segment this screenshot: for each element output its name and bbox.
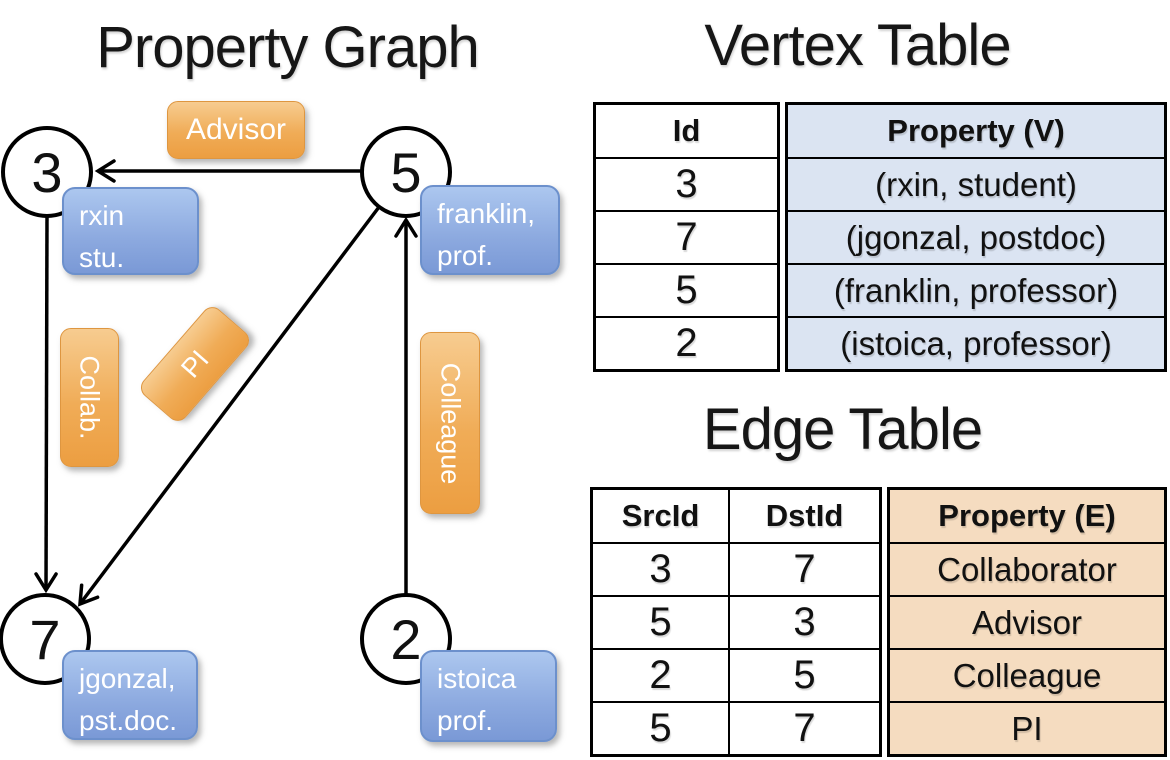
vertex-table-id-cell: 7 bbox=[596, 210, 777, 263]
vertex-table-property-column: Property (V) (rxin, student) (jgonzal, p… bbox=[785, 102, 1167, 372]
edge-table-property-cell: Collaborator bbox=[890, 542, 1164, 595]
edge-label-text: Collab. bbox=[75, 355, 106, 440]
node-id-label: 7 bbox=[29, 608, 60, 671]
edge-table-property-cell: PI bbox=[890, 701, 1164, 754]
edge-table-src-cell: 5 bbox=[593, 701, 728, 754]
vertex-property-box-3: rxin stu. bbox=[62, 187, 199, 275]
edge-label-text: PI bbox=[174, 344, 215, 384]
vertex-property-line: prof. bbox=[437, 240, 494, 271]
edge-line-5-to-7 bbox=[78, 205, 381, 607]
vertex-property-line: franklin, bbox=[437, 198, 536, 229]
vertex-table-title: Vertex Table bbox=[704, 13, 1011, 78]
edge-table-src-cell: 3 bbox=[593, 542, 728, 595]
edge-label-text: Advisor bbox=[185, 113, 287, 146]
vertex-property-box-7: jgonzal, pst.doc. bbox=[62, 650, 198, 740]
edge-table-dst-cell: 5 bbox=[728, 648, 879, 701]
vertex-property-box-5: franklin, prof. bbox=[420, 185, 560, 275]
edge-label-collab: Collab. bbox=[60, 328, 119, 467]
edge-table-dst-cell: 7 bbox=[728, 542, 879, 595]
vertex-table-id-header: Id bbox=[672, 113, 701, 148]
vertex-property-line: stu. bbox=[79, 242, 125, 273]
edge-table-dst-cell: 3 bbox=[728, 595, 879, 648]
edge-label-advisor: Advisor bbox=[167, 101, 305, 159]
vertex-property-line: rxin bbox=[79, 200, 125, 231]
vertex-table-property-cell: (rxin, student) bbox=[788, 157, 1164, 210]
vertex-table-id-cell: 3 bbox=[596, 157, 777, 210]
edge-table-title: Edge Table bbox=[702, 397, 983, 462]
node-id-label: 3 bbox=[31, 141, 62, 204]
node-id-label: 5 bbox=[390, 141, 421, 204]
edge-label-text: Colleague bbox=[435, 362, 466, 484]
edge-table-property-cell: Advisor bbox=[890, 595, 1164, 648]
edge-table-src-dst-columns: SrcId DstId 3 7 5 3 2 5 5 7 bbox=[590, 487, 882, 757]
edge-table-src-header: SrcId bbox=[621, 498, 700, 533]
edge-table-src-cell: 5 bbox=[593, 595, 728, 648]
vertex-table-id-cell: 5 bbox=[596, 263, 777, 316]
vertex-table-id-cell: 2 bbox=[596, 316, 777, 369]
edge-table-dst-header: DstId bbox=[728, 490, 879, 542]
vertex-property-line: jgonzal, bbox=[79, 663, 176, 694]
edge-table-property-column: Property (E) Collaborator Advisor Collea… bbox=[887, 487, 1167, 757]
vertex-property-line: pst.doc. bbox=[79, 705, 178, 736]
vertex-table-property-cell: (jgonzal, postdoc) bbox=[788, 210, 1164, 263]
edge-table-dst-cell: 7 bbox=[728, 701, 879, 754]
vertex-table-property-cell: (istoica, professor) bbox=[788, 316, 1164, 369]
node-id-label: 2 bbox=[390, 608, 421, 671]
edge-table-src-cell: 2 bbox=[593, 648, 728, 701]
edge-line-3-to-7 bbox=[34, 215, 58, 594]
vertex-property-line: istoica bbox=[437, 663, 517, 694]
vertex-table-property-cell: (franklin, professor) bbox=[788, 263, 1164, 316]
property-graph-title: Property Graph bbox=[96, 15, 480, 80]
edge-table-property-cell: Colleague bbox=[890, 648, 1164, 701]
vertex-property-box-2: istoica prof. bbox=[420, 650, 557, 742]
vertex-table-id-column: Id 3 7 5 2 bbox=[593, 102, 780, 372]
edge-table-property-header: Property (E) bbox=[890, 490, 1164, 542]
vertex-table-property-header: Property (V) bbox=[788, 105, 1164, 157]
vertex-property-line: prof. bbox=[437, 705, 494, 736]
edge-label-colleague: Colleague bbox=[420, 332, 480, 514]
